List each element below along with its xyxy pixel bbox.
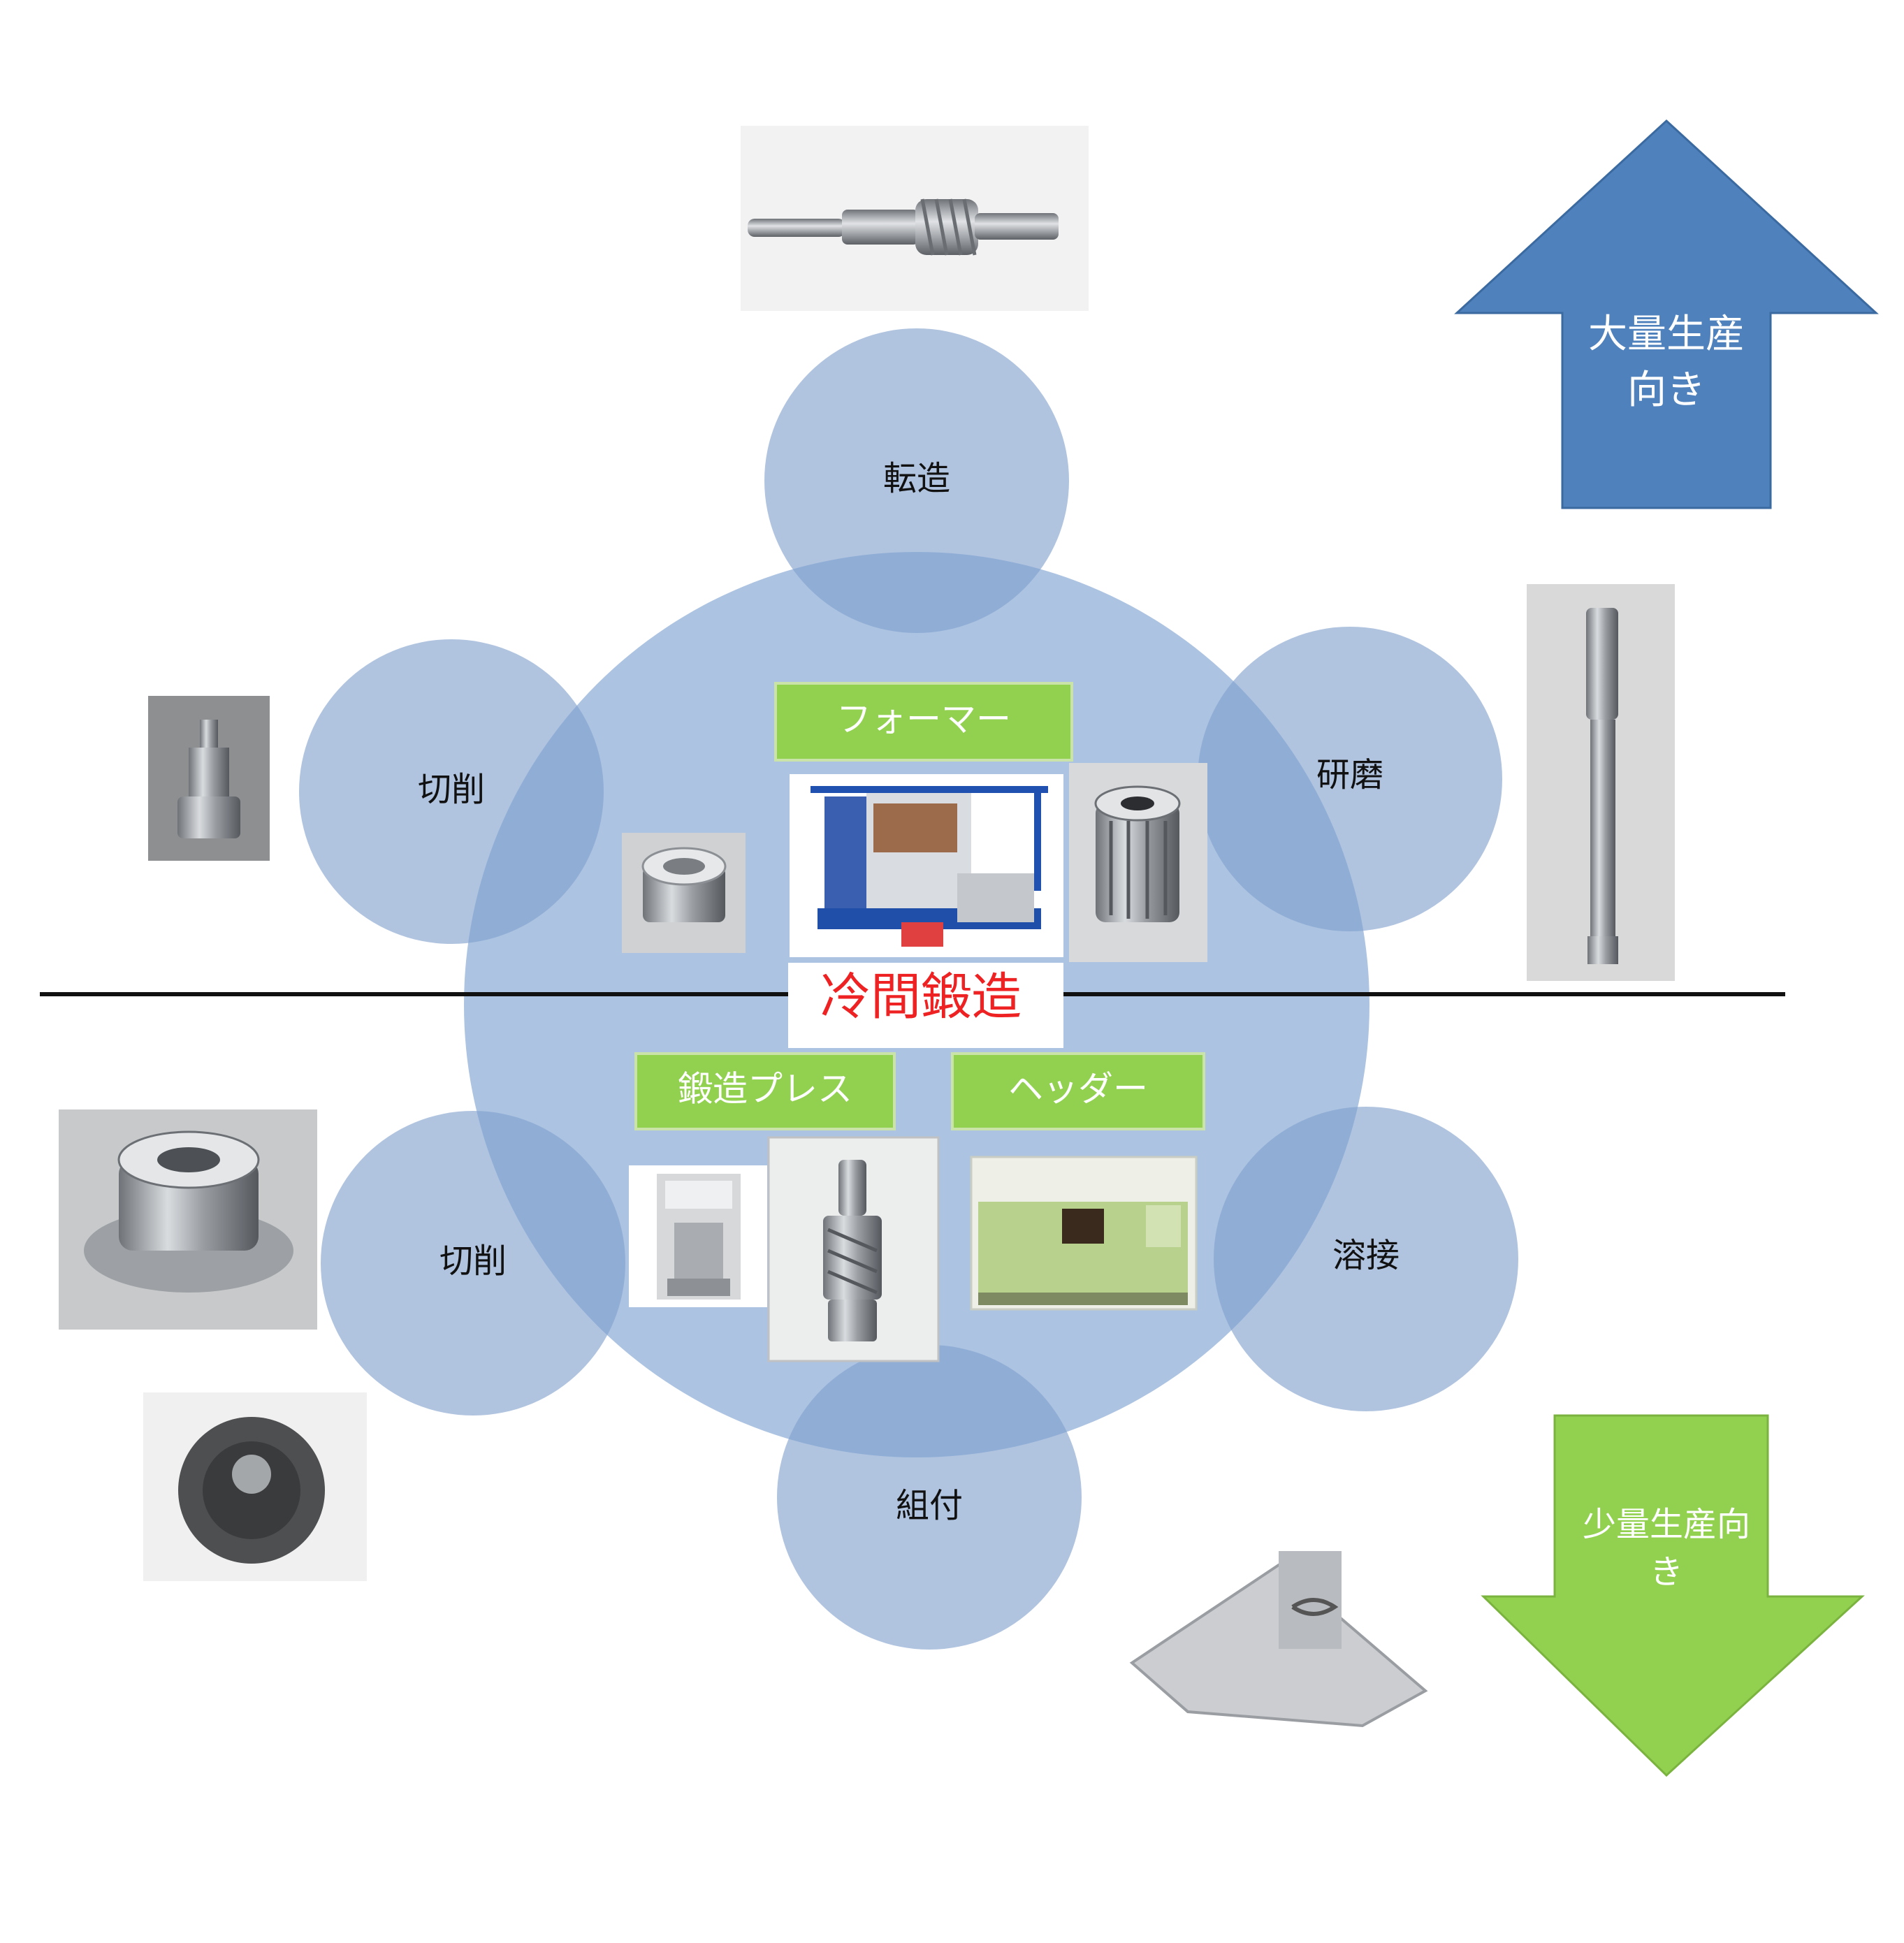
label-assembly: 組付 [896,1486,963,1525]
label-cutting-upper: 切削 [418,770,485,809]
small-lot-line1: 少量生産向 [1583,1505,1750,1544]
press-machine-image [629,1165,767,1307]
label-cutting-lower: 切削 [439,1242,507,1281]
spline-gear-image [1069,763,1207,962]
pinion-shaft-image [767,1136,940,1362]
header-label-box [951,1052,1205,1130]
former-label-box [774,682,1073,762]
former-label: フォーマー [836,699,1011,740]
label-rolling: 転造 [883,459,950,498]
nut-image [622,833,746,953]
stepped-part-image [148,696,270,861]
circle-cutting-lower [321,1111,625,1416]
circle-welding [1214,1107,1518,1411]
circle-cutting-upper [299,639,604,944]
flanged-gear-image [59,1109,317,1330]
bracket-assembly-image [1118,1516,1439,1754]
header-label: ヘッダー [1008,1069,1148,1109]
mass-production-line1: 大量生産 [1588,312,1745,357]
label-grinding: 研磨 [1316,755,1383,794]
long-shaft-image [1527,584,1675,981]
header-machine-image [970,1156,1198,1311]
circle-assembly [777,1345,1082,1650]
press-label: 鍛造プレス [678,1069,852,1109]
black-gear-image [143,1392,367,1581]
mass-production-arrow [1454,119,1879,509]
label-welding: 溶接 [1332,1236,1400,1275]
mass-production-line2: 向き [1627,368,1706,413]
circle-rolling [764,328,1069,633]
core-title: 冷間鍛造 [820,968,1022,1026]
core-box [788,963,1063,1048]
small-lot-line2: き [1650,1552,1683,1592]
former-machine-image [790,774,1063,957]
small-lot-arrow [1481,1414,1865,1777]
worm-shaft-image [741,126,1089,311]
circle-grinding [1198,627,1502,931]
press-label-box [634,1052,896,1130]
